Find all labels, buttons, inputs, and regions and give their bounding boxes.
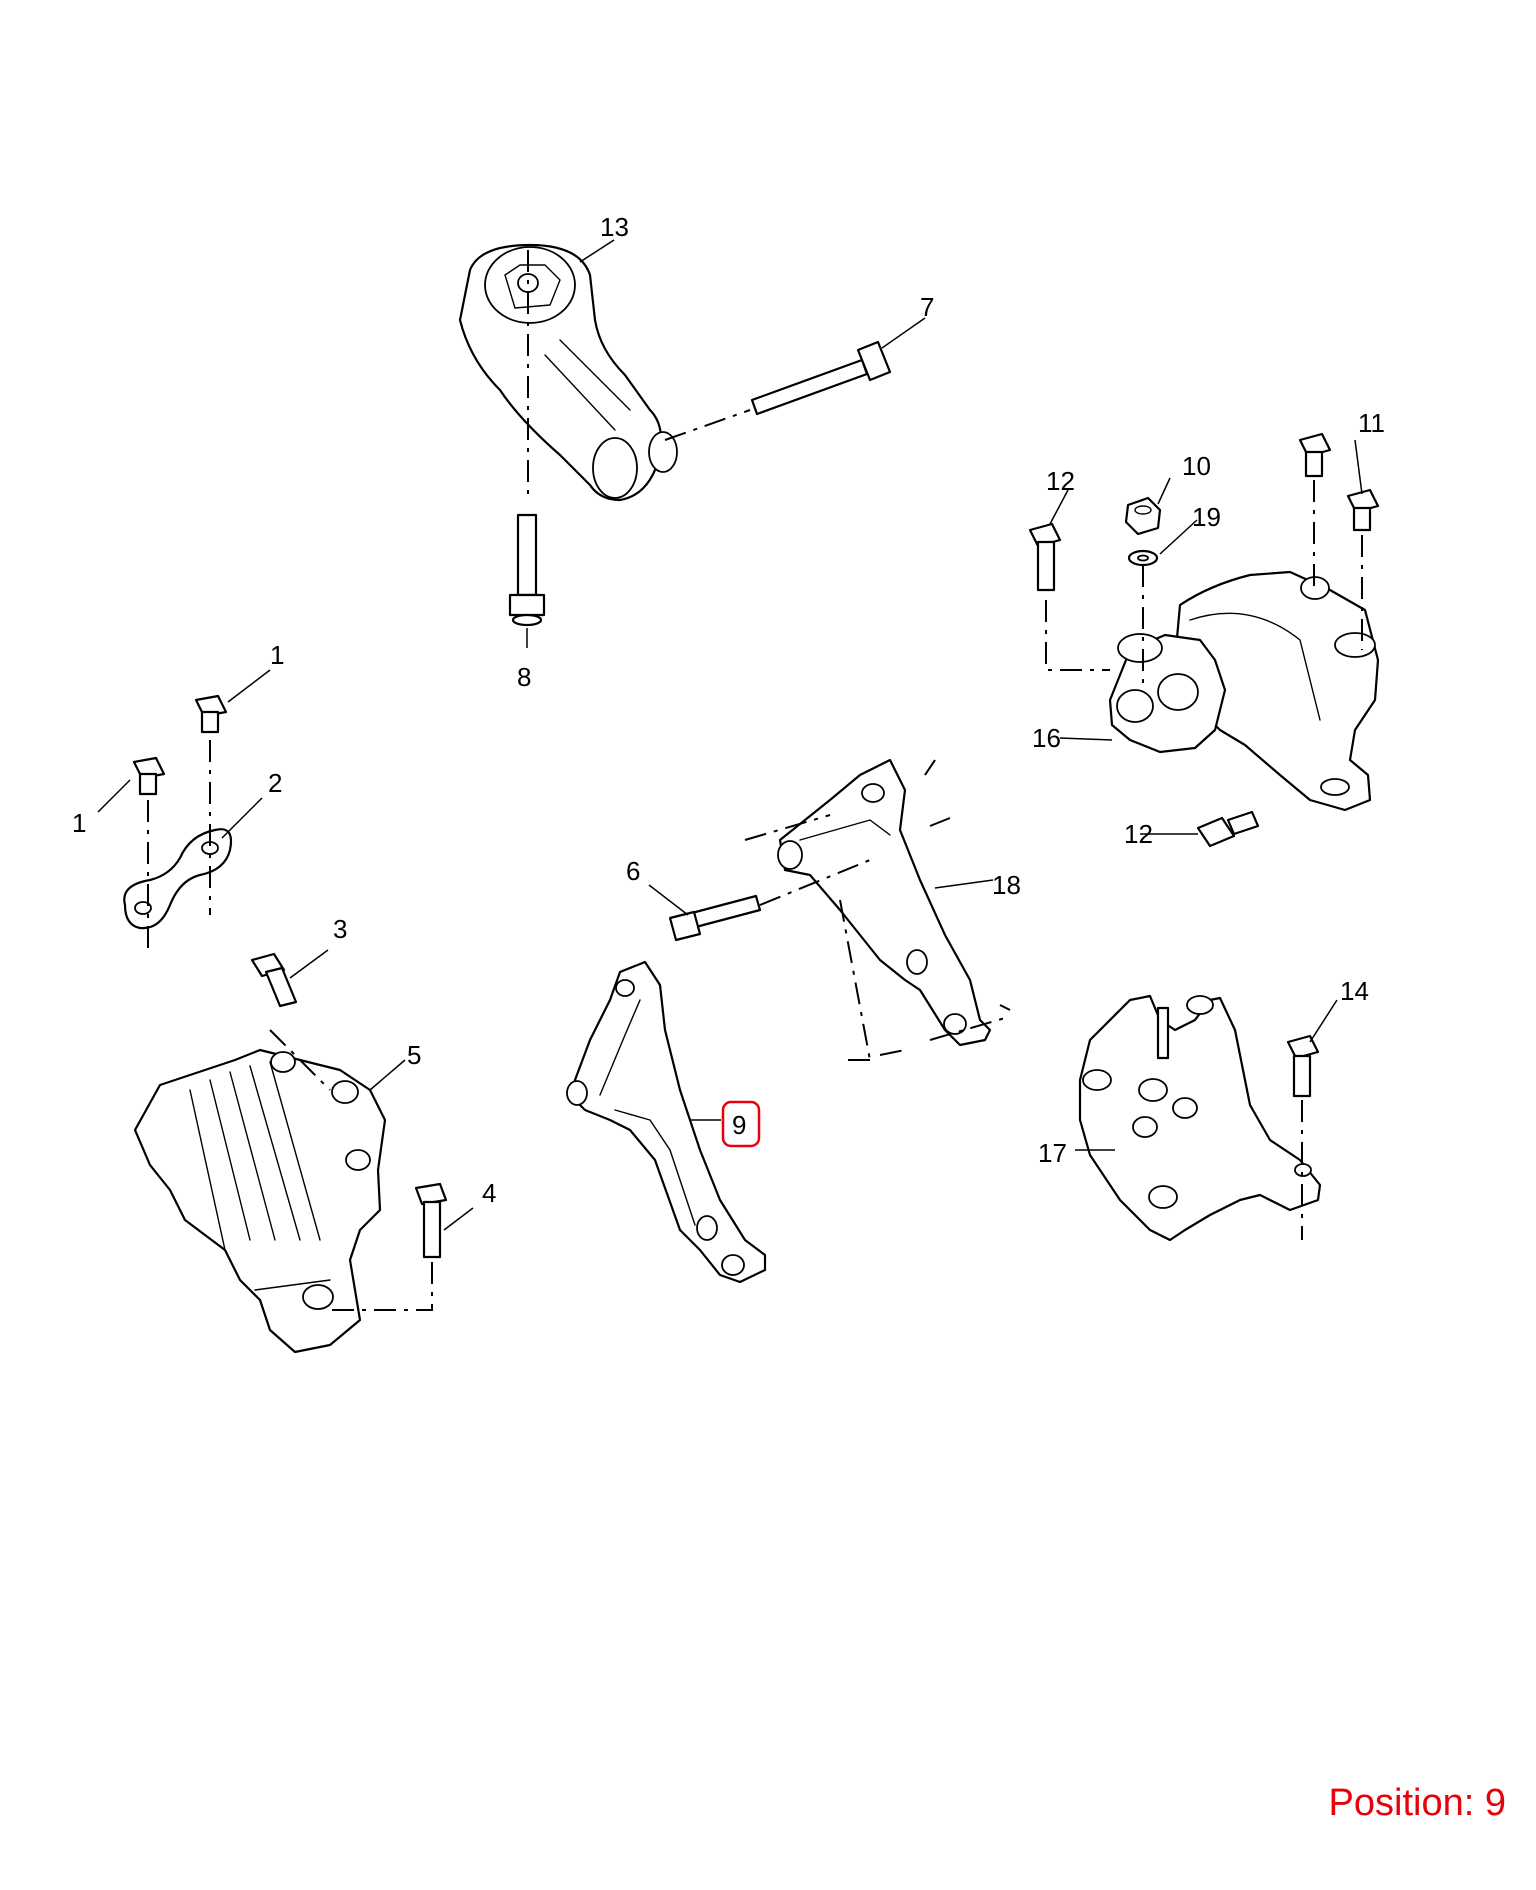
- highlight-box: [721, 1100, 761, 1148]
- callout-17[interactable]: 17: [1038, 1138, 1067, 1168]
- callout-12-top[interactable]: 11: [1358, 408, 1385, 438]
- callout-5[interactable]: 5: [407, 1040, 421, 1070]
- part-5-engine-mount[interactable]: [133, 1048, 387, 1354]
- callout-11[interactable]: 10: [1182, 451, 1211, 481]
- part-18-bracket[interactable]: [777, 758, 992, 1047]
- callout-16[interactable]: 16: [1032, 723, 1061, 753]
- part-1-bolt-lower[interactable]: [132, 756, 166, 796]
- part-16-engine-mount[interactable]: [1108, 570, 1380, 812]
- part-3-bolt[interactable]: [250, 952, 298, 1008]
- callout-8[interactable]: 8: [517, 662, 531, 692]
- callout-labels: 13 7 8 1 1 2 3 4 5 6 9 18 10 19 11 12 16…: [72, 212, 1385, 1208]
- part-12-bolt-c[interactable]: [1196, 810, 1260, 848]
- callout-6[interactable]: 6: [626, 856, 640, 886]
- callout-1-upper[interactable]: 1: [270, 640, 284, 670]
- part-1-bolt-upper[interactable]: [194, 694, 228, 734]
- callout-13[interactable]: 12: [1046, 466, 1075, 496]
- position-label: Position: 9: [1328, 1782, 1506, 1824]
- part-6-bolt[interactable]: [668, 894, 762, 942]
- callout-18[interactable]: 18: [992, 870, 1021, 900]
- callout-12-bottom[interactable]: 12: [1124, 819, 1153, 849]
- part-18-envelope: [744, 759, 1011, 1061]
- callout-10[interactable]: 13: [600, 212, 629, 242]
- callout-14[interactable]: 14: [1340, 976, 1369, 1006]
- callout-4[interactable]: 4: [482, 1178, 496, 1208]
- part-14-bolt[interactable]: [1286, 1034, 1320, 1098]
- callout-19[interactable]: 19: [1192, 502, 1221, 532]
- part-10-torque-rod-mount[interactable]: [458, 243, 678, 502]
- callout-2[interactable]: 2: [268, 768, 282, 798]
- part-13-bolt[interactable]: [1028, 522, 1062, 592]
- part-19-washer[interactable]: [1127, 549, 1159, 567]
- callout-7[interactable]: 7: [920, 292, 934, 322]
- part-12-bolt-a[interactable]: [1298, 432, 1332, 478]
- part-12-bolt-b[interactable]: [1346, 488, 1380, 532]
- part-9-bracket[interactable]: [566, 960, 767, 1284]
- part-4-bolt[interactable]: [414, 1182, 448, 1259]
- part-11-nut[interactable]: [1124, 496, 1162, 536]
- part-8-bolt[interactable]: [508, 513, 546, 627]
- leader-lines: [97, 239, 1363, 1231]
- part-2-plate[interactable]: [123, 828, 233, 930]
- callout-3[interactable]: 3: [333, 914, 347, 944]
- part-7-bolt[interactable]: [750, 340, 892, 416]
- assembly-axes: [147, 250, 1363, 1311]
- callout-1-lower[interactable]: 1: [72, 808, 86, 838]
- part-17-mount[interactable]: [1078, 994, 1322, 1242]
- callout-9[interactable]: 9: [732, 1110, 746, 1140]
